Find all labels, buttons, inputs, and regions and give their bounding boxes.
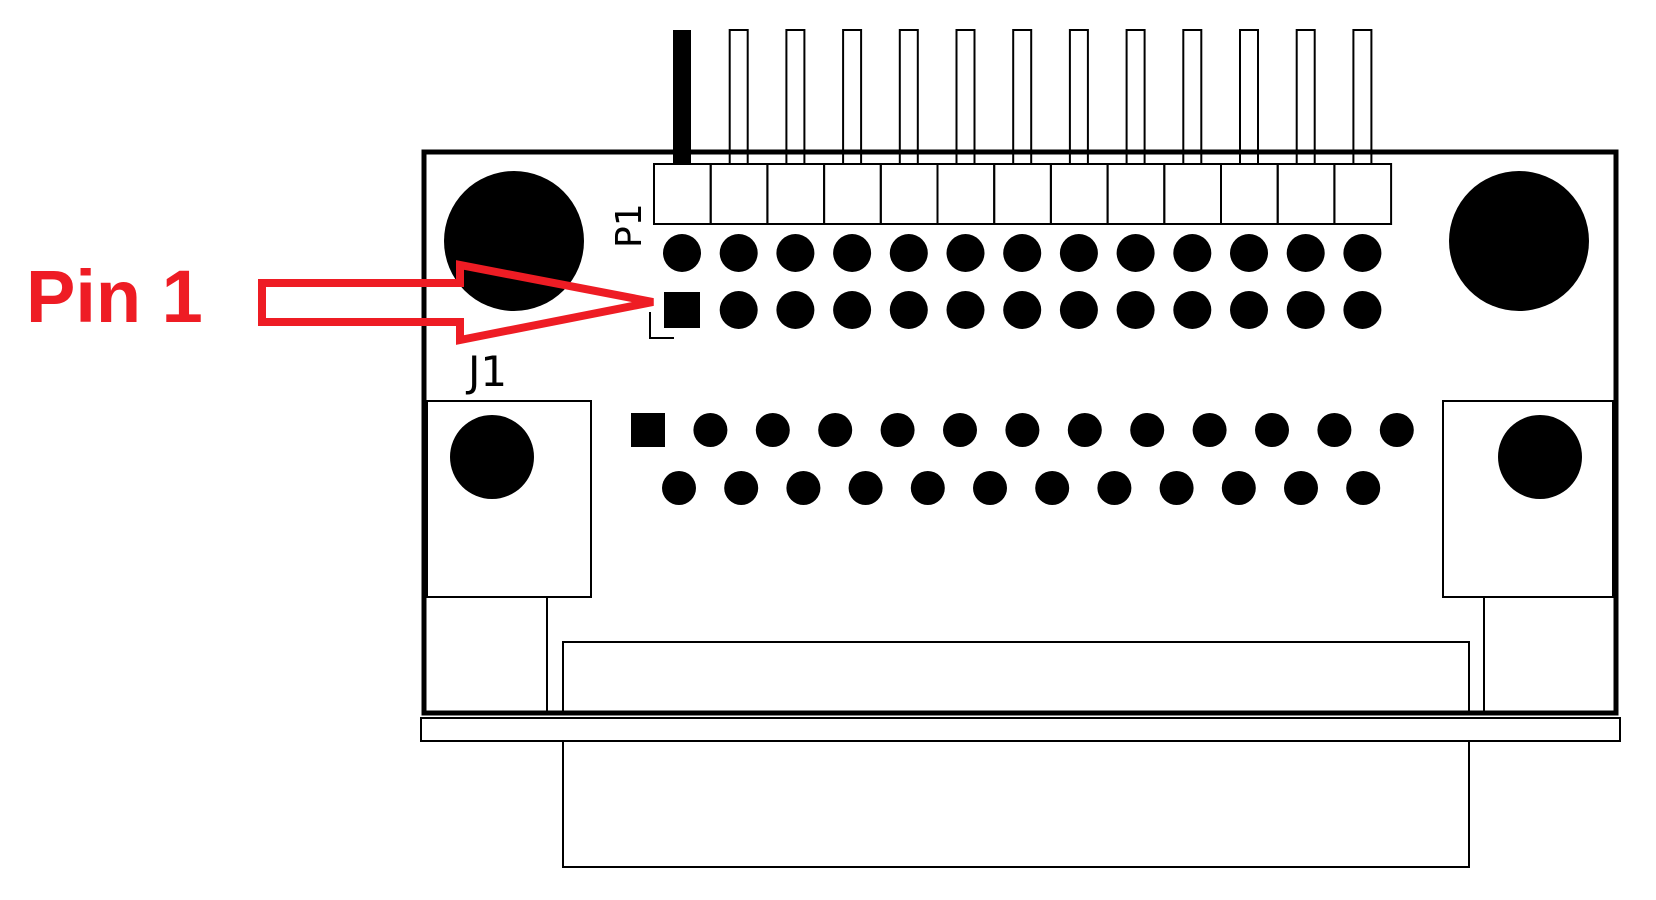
connector-pad-bottom-9 bbox=[1159, 471, 1194, 505]
header-pad-top-5 bbox=[889, 234, 928, 272]
header-pad-bottom-9 bbox=[1116, 291, 1155, 329]
connector-pad-bottom-5 bbox=[910, 471, 945, 505]
header-pad-top-3 bbox=[776, 234, 815, 272]
right-bracket bbox=[1442, 400, 1614, 598]
header-housing-cell-13 bbox=[1333, 163, 1393, 225]
header-lead-1 bbox=[673, 30, 691, 164]
mounting-hole-top-left bbox=[444, 171, 584, 311]
header-lead-4 bbox=[842, 29, 863, 165]
mounting-hole-top-right bbox=[1449, 171, 1589, 311]
header-pad-bottom-3 bbox=[776, 291, 815, 329]
pin1-callout: Pin 1 bbox=[26, 255, 654, 345]
board-outline bbox=[420, 149, 1621, 868]
connector-pin1-pad bbox=[631, 413, 665, 447]
header-housing-cell-11 bbox=[1220, 163, 1279, 225]
header-pad-bottom-11 bbox=[1230, 291, 1268, 329]
mounting-hole-right bbox=[1498, 415, 1582, 499]
header-pad-bottom-10 bbox=[1173, 291, 1212, 329]
connector-pad-bottom-7 bbox=[1035, 471, 1070, 505]
header-pad-top-10 bbox=[1173, 234, 1212, 272]
connector-shell bbox=[562, 740, 1470, 868]
header-lead-13 bbox=[1352, 29, 1373, 165]
header-pad-top-8 bbox=[1059, 234, 1098, 272]
header-pad-bottom-4 bbox=[833, 291, 872, 329]
connector-pad-bottom-11 bbox=[1284, 471, 1318, 505]
connector-pad-bottom-8 bbox=[1097, 471, 1132, 505]
header-housing-cell-10 bbox=[1163, 163, 1223, 225]
mounting-hole-left bbox=[450, 415, 534, 499]
header-pad-bottom-13 bbox=[1343, 291, 1382, 329]
header-lead-9 bbox=[1125, 29, 1146, 165]
header-lead-5 bbox=[898, 29, 919, 165]
header-pin1-pad bbox=[664, 292, 700, 328]
connector-flange bbox=[420, 717, 1621, 742]
header-housing-cell-9 bbox=[1106, 163, 1166, 225]
header-housing-cell-5 bbox=[879, 163, 939, 225]
header-pad-bottom-5 bbox=[889, 291, 928, 329]
connector-pad-top-10 bbox=[1192, 413, 1227, 447]
header-lead-11 bbox=[1239, 29, 1259, 165]
mounting-holes bbox=[444, 171, 1589, 499]
pin1-silkscreen-mark bbox=[649, 312, 674, 339]
connector-pad-bottom-2 bbox=[724, 471, 759, 505]
left-bracket bbox=[426, 400, 592, 598]
connector-inner-recess bbox=[562, 641, 1470, 713]
header-housing bbox=[653, 163, 1393, 225]
connector-pad-top-5 bbox=[880, 413, 915, 447]
connector-pad-bottom-12 bbox=[1346, 471, 1381, 505]
header-pad-top-1 bbox=[663, 234, 701, 272]
header-pad-bottom-8 bbox=[1059, 291, 1098, 329]
connector-pad-top-4 bbox=[818, 413, 853, 447]
header-pad-top-11 bbox=[1230, 234, 1268, 272]
pin1-callout-label: Pin 1 bbox=[26, 255, 203, 338]
header-leads bbox=[673, 29, 1373, 165]
header-lead-12 bbox=[1295, 29, 1316, 165]
header-pad-top-2 bbox=[719, 234, 758, 272]
header-pad-bottom-6 bbox=[946, 291, 985, 329]
connector-pad-top-13 bbox=[1379, 413, 1414, 447]
header-designator: P1 bbox=[609, 203, 650, 248]
header-housing-cell-7 bbox=[993, 163, 1052, 225]
header-pad-top-7 bbox=[1003, 234, 1042, 272]
header-lead-2 bbox=[728, 29, 749, 165]
header-housing-cell-12 bbox=[1276, 163, 1336, 225]
pin1-arrow-icon bbox=[258, 260, 654, 345]
connector-pad-top-8 bbox=[1067, 413, 1102, 447]
connector-pad-top-3 bbox=[755, 413, 790, 447]
connector-pad-bottom-3 bbox=[786, 471, 821, 505]
connector-pads bbox=[631, 413, 1414, 505]
header-housing-cell-1 bbox=[653, 163, 712, 225]
header-housing-cell-3 bbox=[766, 163, 826, 225]
connector-pad-top-12 bbox=[1317, 413, 1352, 447]
header-housing-cell-6 bbox=[936, 163, 996, 225]
header-pads bbox=[663, 234, 1382, 329]
header-pad-bottom-7 bbox=[1003, 291, 1042, 329]
connector-pad-top-2 bbox=[693, 413, 728, 447]
header-housing-cell-2 bbox=[709, 163, 769, 225]
connector-pad-bottom-6 bbox=[973, 471, 1007, 505]
header-lead-7 bbox=[1012, 29, 1033, 165]
header-housing-cell-8 bbox=[1049, 163, 1109, 225]
header-pad-top-9 bbox=[1116, 234, 1155, 272]
connector-pad-top-7 bbox=[1005, 413, 1040, 447]
header-lead-8 bbox=[1068, 29, 1089, 165]
connector-designator: J1 bbox=[465, 347, 507, 396]
header-pad-bottom-2 bbox=[719, 291, 758, 329]
header-pad-bottom-12 bbox=[1286, 291, 1325, 329]
header-pad-top-6 bbox=[946, 234, 985, 272]
header-lead-3 bbox=[785, 29, 806, 165]
connector-pad-bottom-1 bbox=[662, 471, 696, 505]
connector-pad-top-11 bbox=[1255, 413, 1289, 447]
header-pad-top-13 bbox=[1343, 234, 1382, 272]
header-housing-cell-4 bbox=[823, 163, 882, 225]
header-lead-6 bbox=[955, 29, 976, 165]
header-pad-top-12 bbox=[1286, 234, 1325, 272]
connector-pad-bottom-10 bbox=[1221, 471, 1256, 505]
header-lead-10 bbox=[1182, 29, 1203, 165]
header-pad-top-4 bbox=[833, 234, 872, 272]
connector-pad-top-9 bbox=[1130, 413, 1165, 447]
connector-pad-bottom-4 bbox=[848, 471, 883, 505]
connector-pad-top-6 bbox=[943, 413, 977, 447]
